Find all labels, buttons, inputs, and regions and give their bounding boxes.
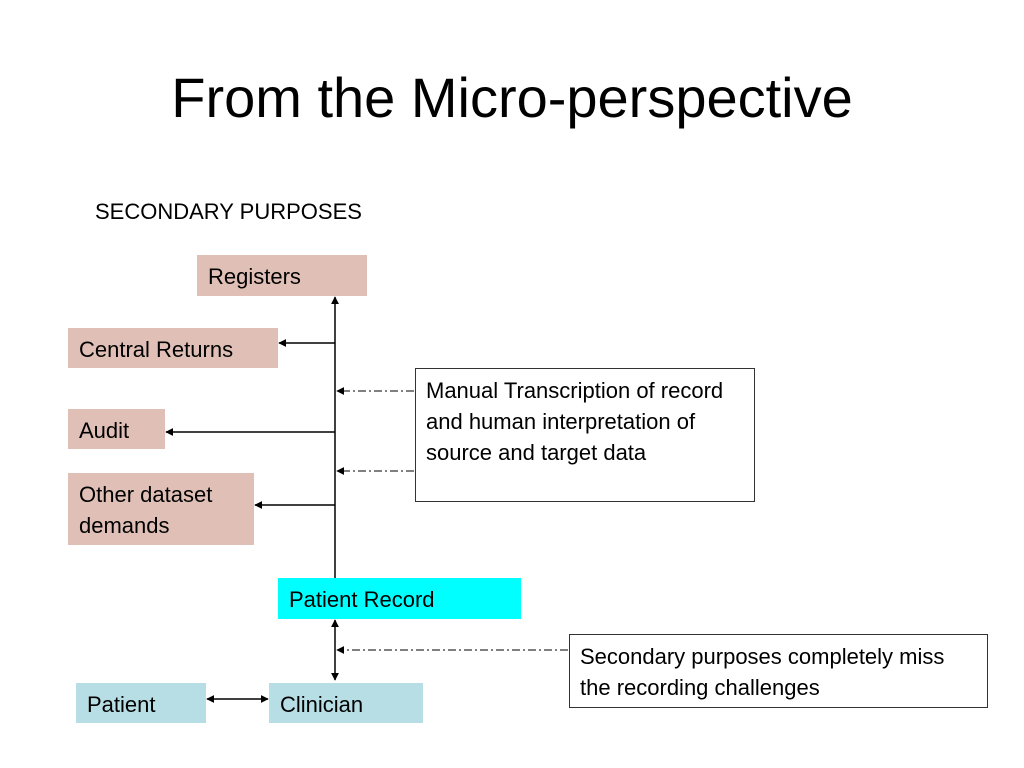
central-returns-box: Central Returns [68, 328, 278, 368]
slide-title: From the Micro-perspective [171, 66, 853, 129]
registers-box: Registers [197, 255, 367, 296]
section-heading: SECONDARY PURPOSES [95, 199, 362, 224]
audit-box: Audit [68, 409, 165, 449]
patient-record-box: Patient Record [278, 578, 521, 619]
other-dataset-box: Other dataset demands [68, 473, 254, 545]
clinician-box: Clinician [269, 683, 423, 723]
manual-transcription-note: Manual Transcription of record and human… [415, 368, 755, 502]
patient-box: Patient [76, 683, 206, 723]
secondary-purposes-note: Secondary purposes completely miss the r… [569, 634, 988, 708]
